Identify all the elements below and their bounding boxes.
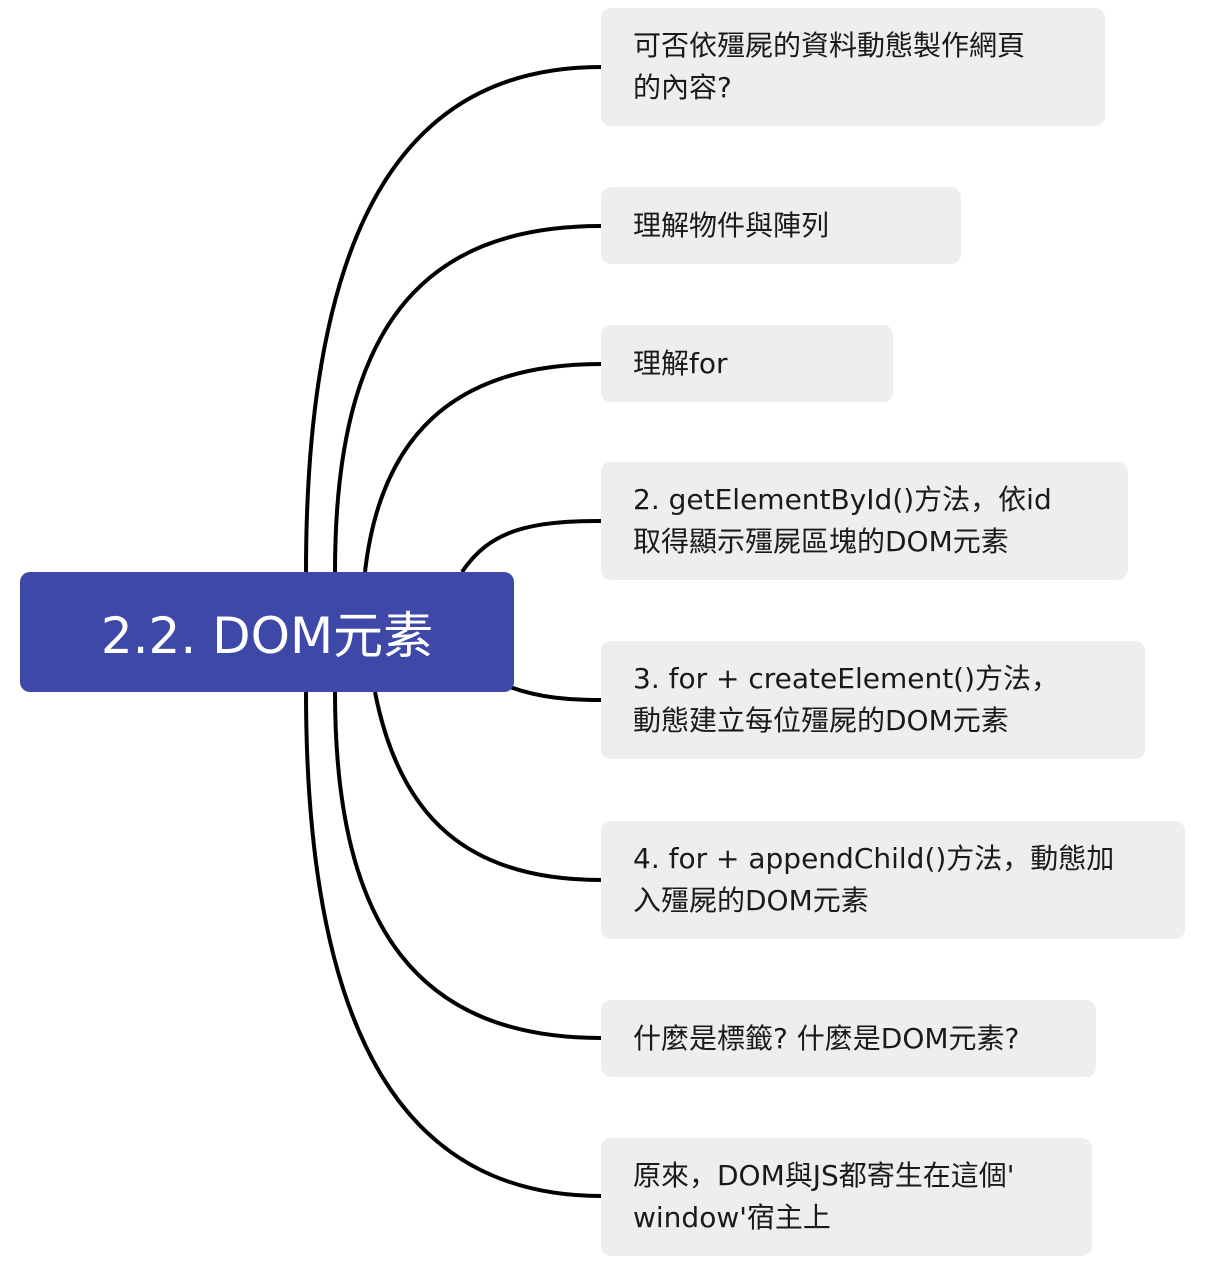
subtopic-label-6: 4. for + appendChild()方法，動態加 入殭屍的DOM元素 [633,842,1115,917]
connector-1 [304,65,602,573]
subtopic-label-1: 可否依殭屍的資料動態製作網頁 的內容? [633,29,1026,104]
subtopic-node-3[interactable]: 理解for [601,325,893,402]
subtopic-label-8: 原來，DOM與JS都寄生在這個' window'宿主上 [633,1159,1015,1234]
subtopic-node-7[interactable]: 什麼是標籤? 什麼是DOM元素? [601,1000,1096,1077]
subtopic-node-6[interactable]: 4. for + appendChild()方法，動態加 入殭屍的DOM元素 [601,821,1185,939]
subtopic-label-2: 理解物件與陣列 [633,208,830,242]
connector-8 [304,691,602,1198]
subtopic-label-3: 理解for [633,346,728,380]
connector-4 [460,519,602,574]
subtopic-label-5: 3. for + createElement()方法， 動態建立每位殭屍的DOM… [633,662,1060,737]
connector-5 [509,685,602,702]
subtopic-label-4: 2. getElementById()方法，依id 取得顯示殭屍區塊的DOM元素 [633,483,1052,558]
connector-3 [363,362,602,573]
subtopic-label-7: 什麼是標籤? 什麼是DOM元素? [633,1021,1020,1055]
root-topic[interactable]: 2.2. DOM元素 [20,572,514,692]
connector-2 [333,224,602,573]
subtopic-node-2[interactable]: 理解物件與陣列 [601,187,961,264]
subtopic-node-4[interactable]: 2. getElementById()方法，依id 取得顯示殭屍區塊的DOM元素 [601,462,1128,580]
subtopic-node-8[interactable]: 原來，DOM與JS都寄生在這個' window'宿主上 [601,1138,1092,1256]
connector-7 [333,691,602,1040]
root-topic-label: 2.2. DOM元素 [100,607,434,665]
subtopic-node-5[interactable]: 3. for + createElement()方法， 動態建立每位殭屍的DOM… [601,641,1145,759]
connector-6 [373,691,602,882]
subtopic-node-1[interactable]: 可否依殭屍的資料動態製作網頁 的內容? [601,8,1105,126]
